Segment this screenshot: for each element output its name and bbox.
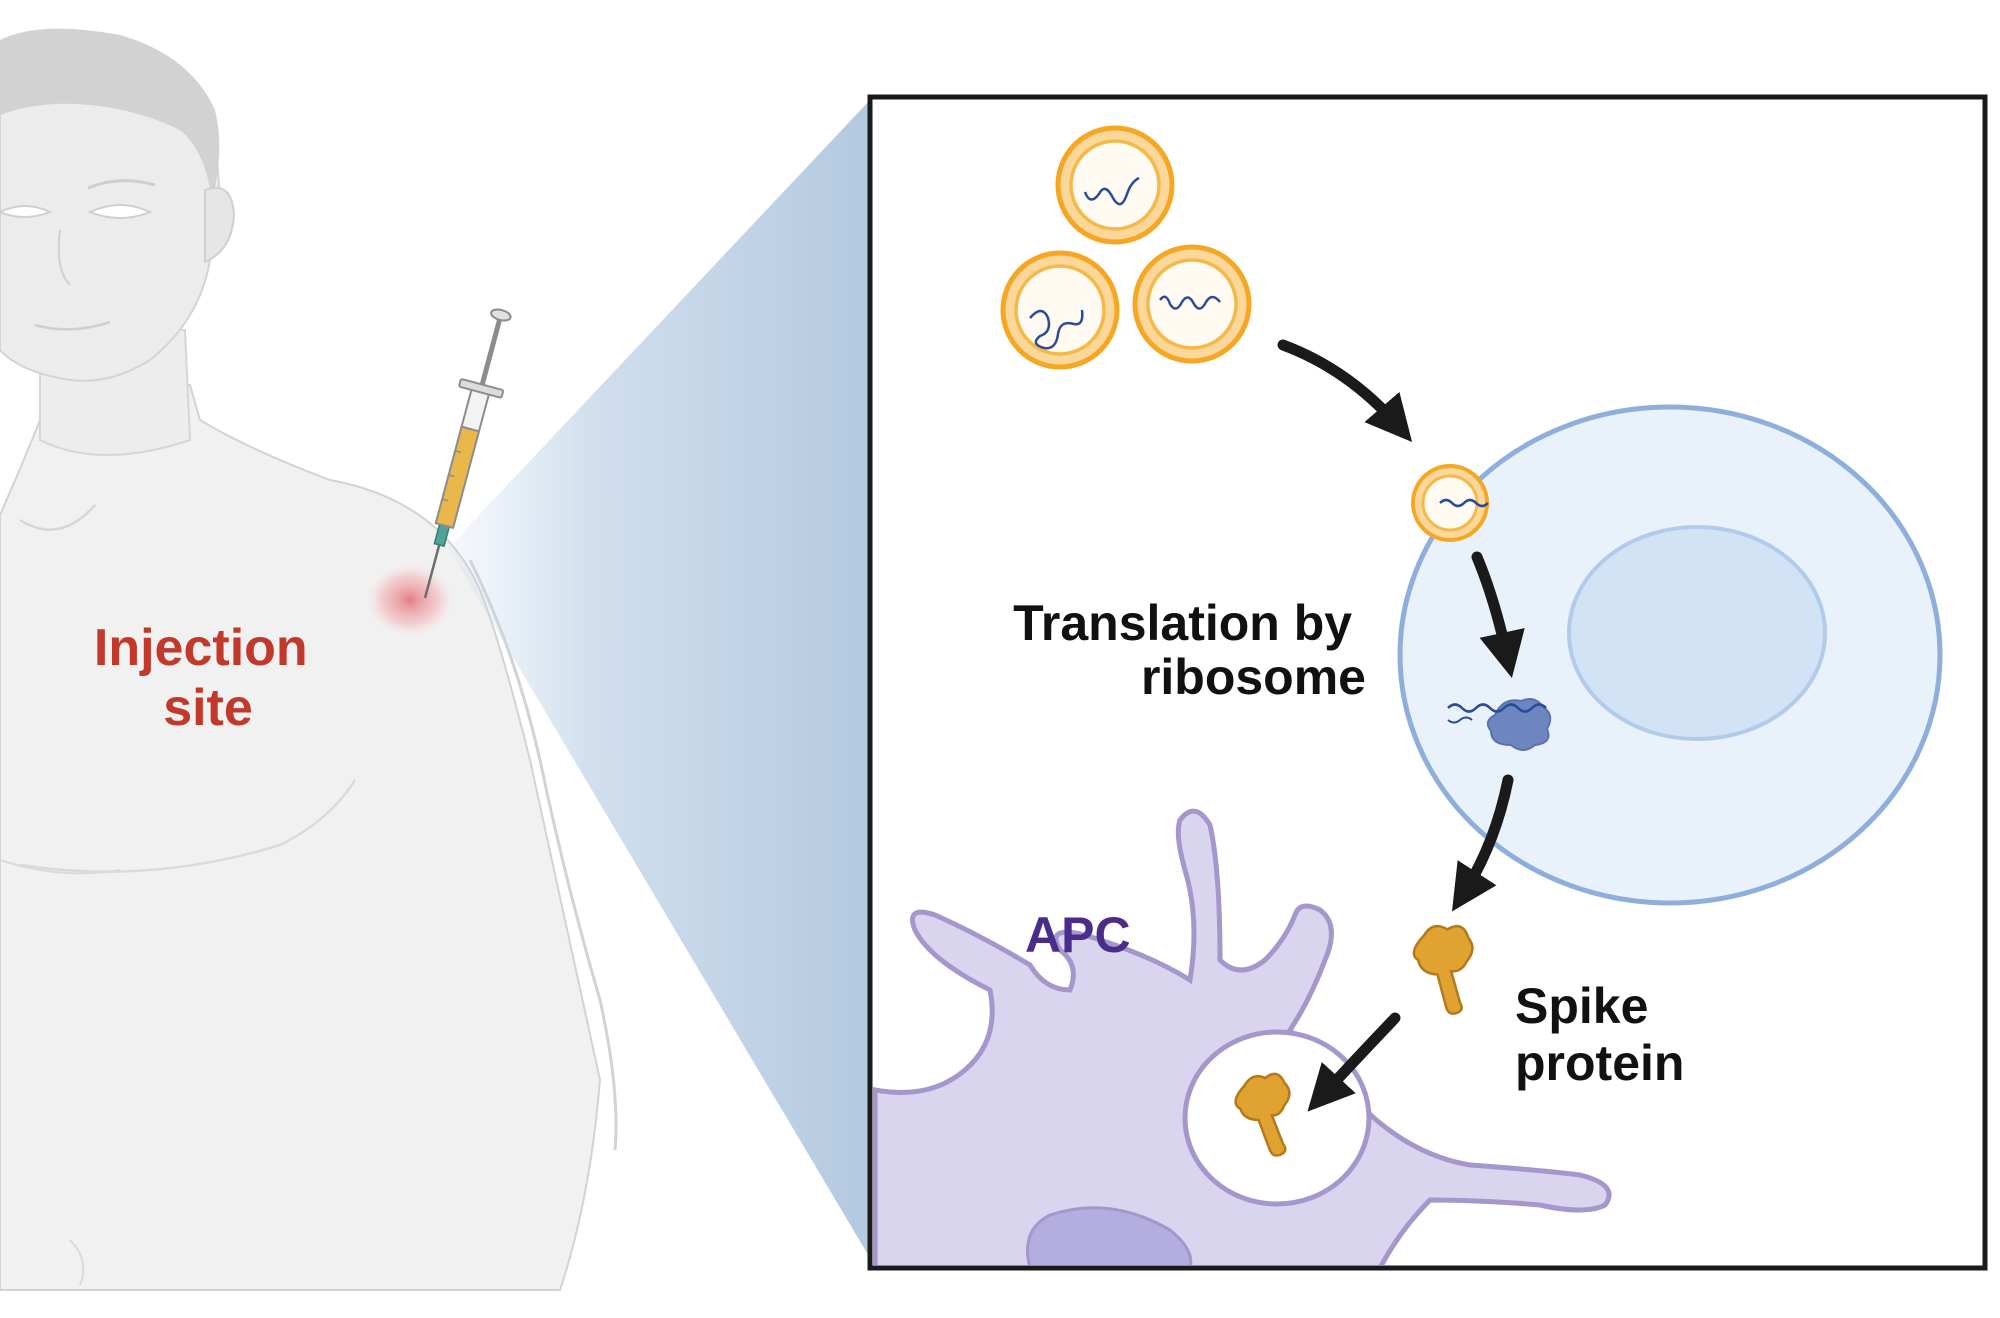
arrow-release-to-ribosome: [1471, 551, 1525, 679]
ear-shape: [204, 186, 236, 264]
apc-label: APC: [1025, 907, 1131, 963]
abdomen-line: [69, 1239, 85, 1286]
mrna-strand: [1159, 295, 1221, 310]
chest-line: [19, 779, 357, 873]
apc-nucleus: [1026, 1206, 1193, 1265]
eye-shape: [0, 205, 53, 218]
mrna-strand: [1083, 176, 1140, 206]
spike-label-line1: Spike: [1515, 978, 1648, 1034]
eye-shape: [87, 204, 153, 219]
translation-label-line1: Translation by: [1013, 595, 1352, 651]
translation-label: Translation by ribosome: [1013, 595, 1366, 705]
hair-shape: [0, 28, 220, 201]
zoom-cone: [448, 100, 870, 1258]
ribosome-icon: [1447, 698, 1552, 751]
injection-site-label: Injection site: [94, 619, 322, 737]
injection-label-line1: Injection: [94, 619, 308, 677]
mrna-strand: [1439, 498, 1489, 508]
mouth-shape: [34, 320, 111, 331]
spike-label-line2: protein: [1515, 1035, 1684, 1091]
lipid-nanoparticle-cluster: [1000, 125, 1252, 370]
cell-nucleus: [1567, 525, 1827, 741]
lnp-particle: [1132, 244, 1252, 364]
injection-site-glow: [362, 560, 458, 640]
spike-protein-icon: [1234, 1072, 1291, 1157]
mrna-strand: [1447, 703, 1547, 713]
lnp-fusing: [1411, 464, 1489, 542]
spike-protein-icon: [1412, 924, 1474, 1015]
host-cell: [1397, 404, 1943, 906]
chest-line: [0, 859, 121, 875]
lnp-particle: [1000, 250, 1120, 370]
arm-shape: [468, 559, 618, 1151]
arrow-spike-to-apc: [1307, 1012, 1401, 1112]
lnp-particle: [1055, 125, 1175, 245]
arrow-lnp-to-cell: [1277, 339, 1413, 442]
spike-protein-label: Spike protein: [1515, 978, 1684, 1091]
apc-endosome: [1182, 1029, 1372, 1207]
translation-label-line2: ribosome: [1141, 649, 1366, 705]
eyebrow-shape: [87, 179, 156, 190]
syringe-icon: [423, 308, 512, 599]
mrna-strand: [1029, 309, 1084, 350]
injection-label-line2: site: [163, 679, 253, 737]
nose-shape: [57, 229, 71, 286]
arrow-ribosome-to-spike: [1451, 774, 1514, 912]
collarbone-line: [19, 504, 96, 531]
mrna-strand: [1447, 716, 1473, 724]
